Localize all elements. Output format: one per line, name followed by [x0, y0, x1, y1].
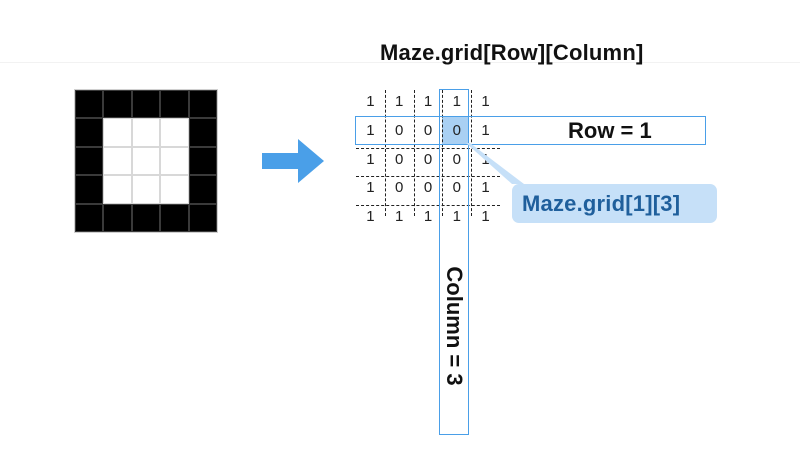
maze-wall-cell — [188, 118, 217, 147]
divider-line — [0, 62, 800, 63]
maze-wall-cell — [75, 118, 104, 147]
maze-open-cell — [160, 146, 189, 176]
maze-open-cell — [103, 146, 132, 176]
maze-open-cell — [131, 118, 161, 147]
grid-cell: 1 — [366, 208, 375, 226]
column-highlight-box — [439, 89, 469, 435]
grid-cell: 1 — [423, 208, 433, 226]
grid-cell: 0 — [395, 150, 404, 168]
grid-cell: 0 — [423, 150, 433, 168]
grid-divider — [356, 147, 500, 149]
maze-wall-cell — [131, 90, 161, 119]
maze-number-grid: 1111110001100011000111111 — [356, 90, 500, 234]
grid-divider — [413, 90, 415, 216]
grid-cell: 0 — [423, 121, 433, 139]
grid-divider — [384, 90, 386, 216]
grid-cell: 1 — [452, 208, 461, 226]
selected-cell-highlight — [442, 117, 469, 145]
grid-cell: 1 — [366, 150, 375, 168]
grid-cell: 1 — [366, 93, 375, 110]
maze-open-cell — [131, 146, 161, 176]
column-label: Column = 3 — [442, 266, 467, 386]
grid-divider — [471, 90, 473, 216]
grid-cell: 0 — [395, 121, 404, 139]
grid-cell: 0 — [452, 179, 461, 197]
grid-divider — [356, 176, 500, 178]
row-label: Row = 1 — [568, 118, 652, 143]
callout-text: Maze.grid[1][3] — [522, 191, 681, 216]
maze-wall-cell — [160, 203, 189, 232]
maze-wall-cell — [103, 203, 132, 232]
diagram-title: Maze.grid[Row][Column] — [380, 40, 644, 65]
right-arrow-icon — [262, 139, 324, 188]
callout-pointer — [466, 143, 526, 198]
maze-wall-cell — [103, 90, 132, 119]
maze-wall-cell — [188, 90, 217, 119]
maze-pixel-grid — [74, 89, 218, 233]
maze-wall-cell — [131, 203, 161, 232]
grid-cell: 1 — [395, 93, 404, 110]
grid-cell: 1 — [366, 179, 375, 197]
grid-cell: 0 — [395, 179, 404, 197]
grid-cell: 1 — [423, 93, 433, 110]
grid-divider — [356, 205, 500, 207]
grid-cell: 0 — [452, 150, 461, 168]
maze-wall-cell — [188, 175, 217, 204]
row-highlight-box — [355, 116, 706, 145]
maze-open-cell — [103, 118, 132, 147]
maze-open-cell — [103, 175, 132, 204]
maze-wall-cell — [75, 203, 104, 232]
grid-cell: 0 — [423, 179, 433, 197]
grid-cell: 1 — [481, 208, 490, 226]
grid-cell: 1 — [481, 93, 490, 110]
callout-badge: Maze.grid[1][3] — [512, 184, 717, 223]
maze-wall-cell — [75, 90, 104, 119]
grid-cell: 1 — [395, 208, 404, 226]
grid-cell: 1 — [481, 121, 490, 139]
grid-divider — [442, 90, 444, 216]
grid-cell: 0 — [452, 121, 461, 139]
maze-wall-cell — [75, 175, 104, 204]
maze-wall-cell — [160, 90, 189, 119]
maze-open-cell — [131, 175, 161, 204]
maze-open-cell — [160, 175, 189, 204]
grid-cell: 1 — [366, 121, 375, 139]
grid-cell: 1 — [452, 93, 461, 110]
grid-cell: 1 — [481, 179, 490, 197]
maze-open-cell — [160, 118, 189, 147]
maze-wall-cell — [188, 146, 217, 176]
maze-wall-cell — [188, 203, 217, 232]
maze-wall-cell — [75, 146, 104, 176]
